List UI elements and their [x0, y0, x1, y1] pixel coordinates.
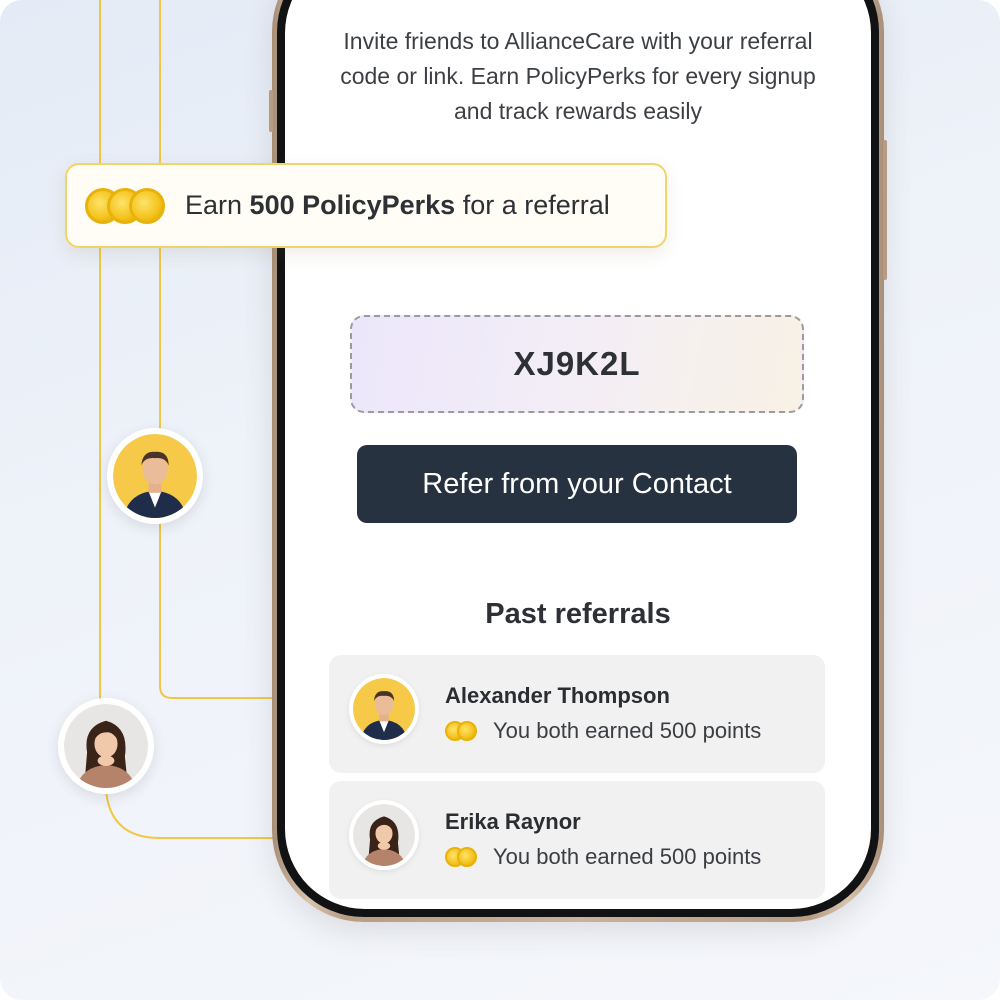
- woman-avatar-icon: [64, 704, 148, 788]
- phone-power-button: [883, 140, 887, 280]
- phone-screen: Invite friends to AllianceCare with your…: [285, 0, 871, 909]
- referral-name: Alexander Thompson: [445, 683, 670, 708]
- referral-card[interactable]: Erika Raynor You both earned 500 points: [329, 781, 825, 899]
- woman-avatar-icon: [353, 804, 415, 866]
- referral-card[interactable]: Alexander Thompson You both earned 500 p…: [329, 655, 825, 773]
- earn-policyperks-banner: Earn 500 PolicyPerks for a referral: [65, 163, 667, 248]
- coins-icon: [445, 719, 481, 743]
- referral-points-text: You both earned 500 points: [493, 844, 762, 869]
- referral-points: You both earned 500 points: [445, 717, 761, 745]
- referral-code: XJ9K2L: [513, 345, 641, 382]
- earn-banner-highlight: 500 PolicyPerks: [249, 190, 456, 220]
- floating-avatar-man: [107, 428, 203, 524]
- man-avatar-icon: [113, 434, 197, 518]
- coins-icon: [445, 845, 481, 869]
- past-referrals-title: Past referrals: [485, 598, 671, 630]
- phone-frame: Invite friends to AllianceCare with your…: [269, 0, 887, 922]
- referral-code-box[interactable]: XJ9K2L: [350, 315, 804, 413]
- avatar: [349, 674, 419, 744]
- phone-side-button: [269, 90, 273, 132]
- man-avatar-icon: [353, 678, 415, 740]
- referral-name: Erika Raynor: [445, 809, 581, 834]
- phone-bezel: Invite friends to AllianceCare with your…: [277, 0, 879, 917]
- floating-avatar-woman: [58, 698, 154, 794]
- referral-points-text: You both earned 500 points: [493, 718, 762, 743]
- refer-from-contact-button[interactable]: Refer from your Contact: [357, 445, 797, 523]
- referral-points: You both earned 500 points: [445, 843, 761, 871]
- intro-text: Invite friends to AllianceCare with your…: [340, 28, 816, 124]
- avatar: [349, 800, 419, 870]
- gold-coins-icon: [85, 184, 169, 228]
- earn-banner-text: Earn 500 PolicyPerks for a referral: [185, 190, 610, 220]
